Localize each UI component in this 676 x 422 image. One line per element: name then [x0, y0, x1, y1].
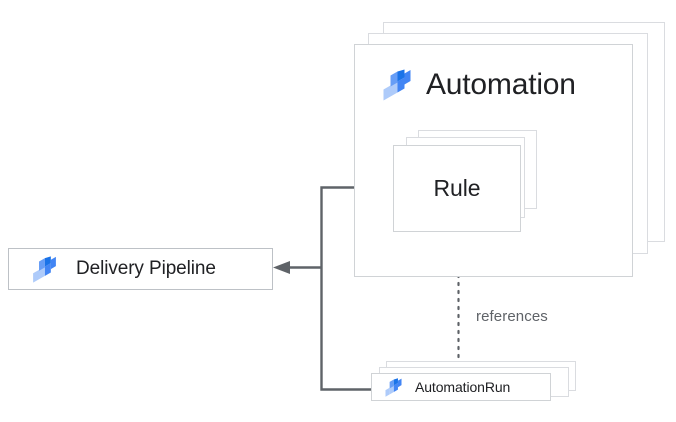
cloud-deploy-icon [33, 255, 56, 283]
automationrun-label-text: AutomationRun [415, 379, 511, 395]
rule-label: Rule [433, 175, 481, 201]
automationrun-card[interactable]: AutomationRun [371, 373, 551, 401]
delivery-pipeline-card[interactable]: Delivery Pipeline [8, 248, 273, 290]
automation-title-row: Automation [381, 69, 576, 101]
delivery-pipeline-label: Delivery Pipeline [76, 258, 216, 279]
cloud-deploy-icon [383, 69, 411, 101]
cloud-deploy-icon [385, 377, 402, 397]
arrowhead-delivery-pipeline [273, 261, 290, 274]
automationrun-label: AutomationRun [415, 379, 510, 395]
automation-label: Automation [426, 68, 576, 101]
spellcheck-squiggle-icon [415, 395, 510, 399]
edge-label-references: references [476, 308, 548, 325]
rule-card[interactable]: Rule [393, 145, 521, 232]
